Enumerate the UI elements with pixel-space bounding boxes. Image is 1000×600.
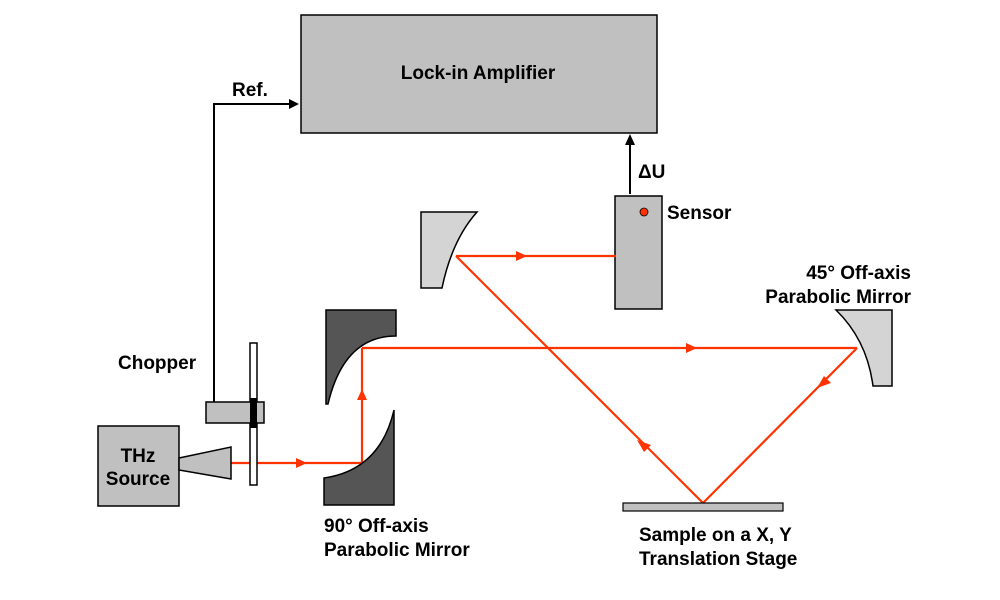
mirror45-label-line2: Parabolic Mirror bbox=[765, 287, 911, 308]
thz-source-label-line1: THz bbox=[121, 446, 156, 467]
parabolic-mirror-45 bbox=[834, 309, 893, 387]
sample-label-line1: Sample on a X, Y bbox=[639, 525, 792, 546]
beam-arrow-2 bbox=[357, 389, 367, 400]
delta-u-arrowhead bbox=[625, 134, 635, 145]
top-parabolic-mirror bbox=[420, 211, 479, 289]
lockin-amplifier-box bbox=[300, 14, 658, 134]
sample-label-line2: Translation Stage bbox=[639, 549, 797, 570]
thz-source-box bbox=[97, 425, 180, 507]
sensor-box bbox=[614, 195, 663, 310]
beam-arrow-5 bbox=[637, 440, 651, 452]
beam-arrow-1 bbox=[296, 458, 307, 468]
beam-arrow-4 bbox=[817, 376, 831, 388]
beam-mirror45-to-sample bbox=[702, 347, 858, 504]
reference-signal-line bbox=[213, 103, 290, 402]
sample-stage bbox=[622, 502, 784, 512]
mirror45-label-line1: 45° Off-axis bbox=[806, 263, 911, 284]
lockin-amplifier-label: Lock-in Amplifier bbox=[401, 63, 556, 84]
beam-direction-arrows bbox=[296, 251, 831, 468]
beam-sample-to-top-mirror bbox=[455, 255, 704, 504]
ref-label: Ref. bbox=[232, 80, 268, 101]
beam-arrow-3 bbox=[686, 343, 697, 353]
mirror90-label-line1: 90° Off-axis bbox=[324, 516, 429, 537]
thz-source-horn bbox=[178, 446, 232, 480]
sensor-dot bbox=[639, 207, 649, 217]
chopper-hub bbox=[250, 398, 257, 428]
mirror90-label-line2: Parabolic Mirror bbox=[324, 540, 470, 561]
chopper-motor-housing bbox=[205, 401, 265, 424]
parabolic-mirror-90-lower bbox=[323, 409, 395, 506]
sensor-label: Sensor bbox=[667, 203, 732, 224]
reference-arrowhead bbox=[289, 99, 299, 109]
parabolic-mirror-90-upper bbox=[325, 309, 397, 405]
beam-arrow-6 bbox=[516, 251, 527, 261]
chopper-label: Chopper bbox=[118, 353, 197, 374]
thz-beam-path bbox=[231, 254, 858, 504]
delta-u-label: ΔU bbox=[638, 162, 665, 183]
thz-source-label-line2: Source bbox=[106, 469, 170, 490]
